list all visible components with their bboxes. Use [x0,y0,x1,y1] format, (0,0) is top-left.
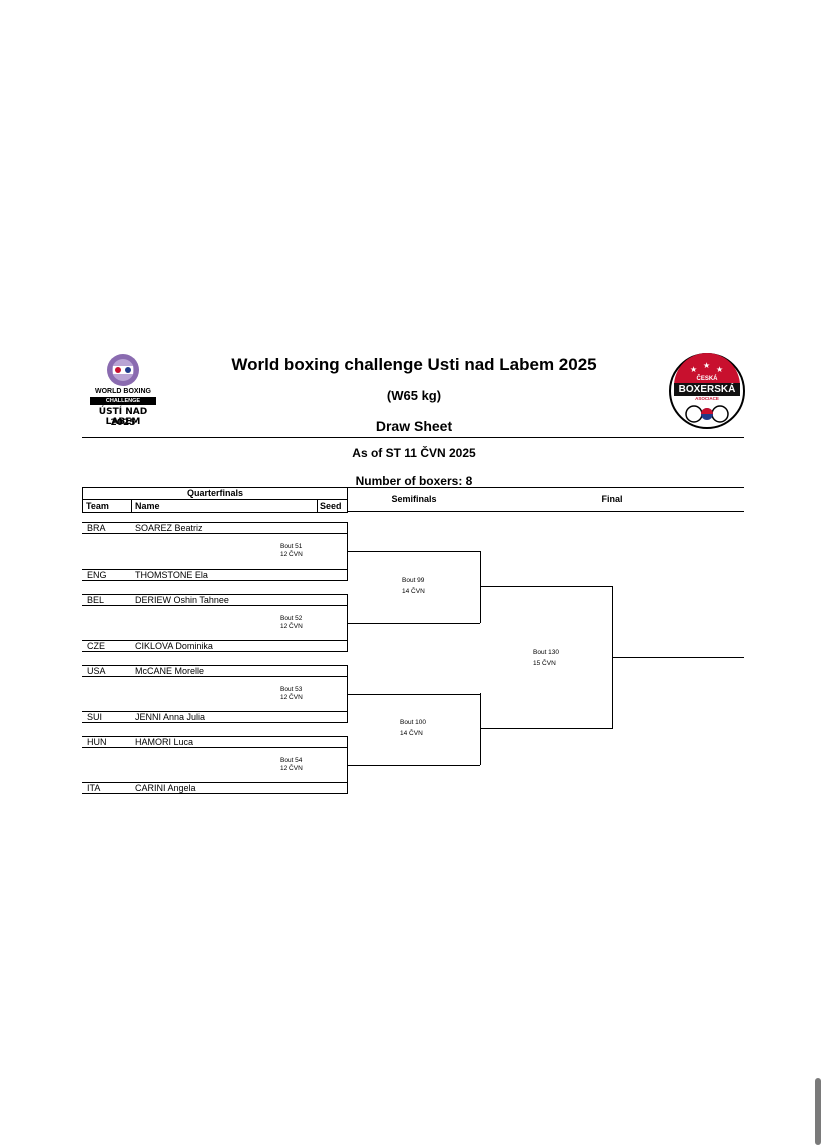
boxer-team: HUN [87,737,107,747]
boxer-team: BRA [87,523,106,533]
table-left-border [82,487,83,512]
final-header: Final [601,494,623,504]
boxer-row-bottom-border [82,676,348,677]
svg-text:★: ★ [703,361,710,370]
qf-bout-date: 12 ČVN [280,551,303,558]
boxer-team: CZE [87,641,105,651]
qf-bout-connector [347,594,348,652]
boxer-team: ITA [87,783,101,793]
logo-bottom-text: ASOCIACE [695,396,719,401]
qf-bout-label: Bout 52 [280,615,303,622]
sf-bout-connector [480,693,481,765]
qf-bout-label: Bout 54 [280,757,303,764]
qf-right-border [347,487,348,512]
seed-header: Seed [320,501,342,511]
boxer-name: HAMORI Luca [135,737,194,747]
table-top-border [82,487,744,488]
as-of-date: As of ST 11 ČVN 2025 [352,446,476,460]
boxer-row-top-border [82,711,348,712]
svg-text:★: ★ [690,365,697,374]
logo-main-text: BOXERSKÁ [678,384,736,395]
qf-winner-line [348,765,480,766]
boxing-ring-icon [107,354,139,386]
boxer-name: CIKLOVA Dominika [135,641,213,651]
final-bout-label: Bout 130 [533,649,560,656]
boxer-row-top-border [82,736,348,737]
sf-bout-label: Bout 100 [400,719,427,726]
name-seed-divider [317,499,318,512]
sf-bout-connector [480,551,481,623]
team-name-divider [131,499,132,512]
final-top-connector [480,586,612,587]
boxer-row-bottom-border [82,651,348,652]
qf-bottom-border [82,512,348,513]
logo-line3: ÚSTÍ NAD LABEM [98,407,148,427]
boxer-row-top-border [82,665,348,666]
boxer-name: CARINI Angela [135,783,196,793]
logo-line4: 2025 [110,418,136,428]
boxer-name: McCANE Morelle [135,666,205,676]
vertical-scrollbar[interactable] [815,1078,821,1145]
qf-bout-label: Bout 51 [280,543,303,550]
logo-line1: WORLD BOXING [95,388,151,395]
qf-subheader-border [82,499,348,500]
boxer-row-bottom-border [82,722,348,723]
boxer-team: SUI [87,712,103,722]
semifinals-header: Semifinals [391,494,437,504]
boxer-row-bottom-border [82,580,348,581]
sf-bout-label: Bout 99 [402,577,425,584]
name-header: Name [135,501,160,511]
sheet-type: Draw Sheet [375,418,453,434]
boxer-row-top-border [82,594,348,595]
boxer-row-top-border [82,782,348,783]
qf-bout-connector [347,736,348,794]
boxer-row-top-border [82,522,348,523]
quarterfinals-header: Quarterfinals [186,488,244,498]
header-divider [82,437,744,438]
winner-line [612,657,744,658]
qf-winner-line [348,551,480,552]
sf-bout-date: 14 ČVN [400,730,423,737]
final-bottom-connector [480,728,612,729]
boxer-name: DERIEW Oshin Tahnee [135,595,229,605]
qf-bout-date: 12 ČVN [280,765,303,772]
final-bout-date: 15 ČVN [533,660,556,667]
boxer-count: Number of boxers: 8 [355,474,473,488]
sf-bout-date: 14 ČVN [402,588,425,595]
logo-line2: CHALLENGE [90,397,156,405]
logo-top-text: ČESKÁ [696,376,718,382]
svg-text:★: ★ [716,365,723,374]
boxer-row-bottom-border [82,747,348,748]
qf-winner-line [348,694,480,695]
table-header-bottom [348,511,744,512]
boxer-row-bottom-border [82,605,348,606]
boxer-row-top-border [82,640,348,641]
boxer-team: ENG [87,570,107,580]
boxer-name: SOAREZ Beatriz [135,523,203,533]
boxing-association-emblem-icon: ★ ★ ★ [669,353,745,429]
qf-bout-date: 12 ČVN [280,623,303,630]
boxer-name: JENNI Anna Julia [135,712,206,722]
boxer-name: THOMSTONE Ela [135,570,208,580]
qf-winner-line [348,623,480,624]
qf-bout-date: 12 ČVN [280,694,303,701]
qf-bout-connector [347,522,348,581]
boxer-team: USA [87,666,106,676]
boxer-team: BEL [87,595,105,605]
boxer-row-bottom-border [82,793,348,794]
qf-bout-connector [347,665,348,723]
weight-class: (W65 kg) [386,388,442,403]
qf-bout-label: Bout 53 [280,686,303,693]
team-header: Team [86,501,109,511]
boxer-row-bottom-border [82,533,348,534]
ceska-boxerska-asociace-logo: ★ ★ ★ ČESKÁ BOXERSKÁ ASOCIACE [668,352,746,430]
page-title: World boxing challenge Usti nad Labem 20… [231,355,597,374]
boxer-row-top-border [82,569,348,570]
world-boxing-challenge-logo: WORLD BOXING CHALLENGE ÚSTÍ NAD LABEM 20… [80,352,166,432]
